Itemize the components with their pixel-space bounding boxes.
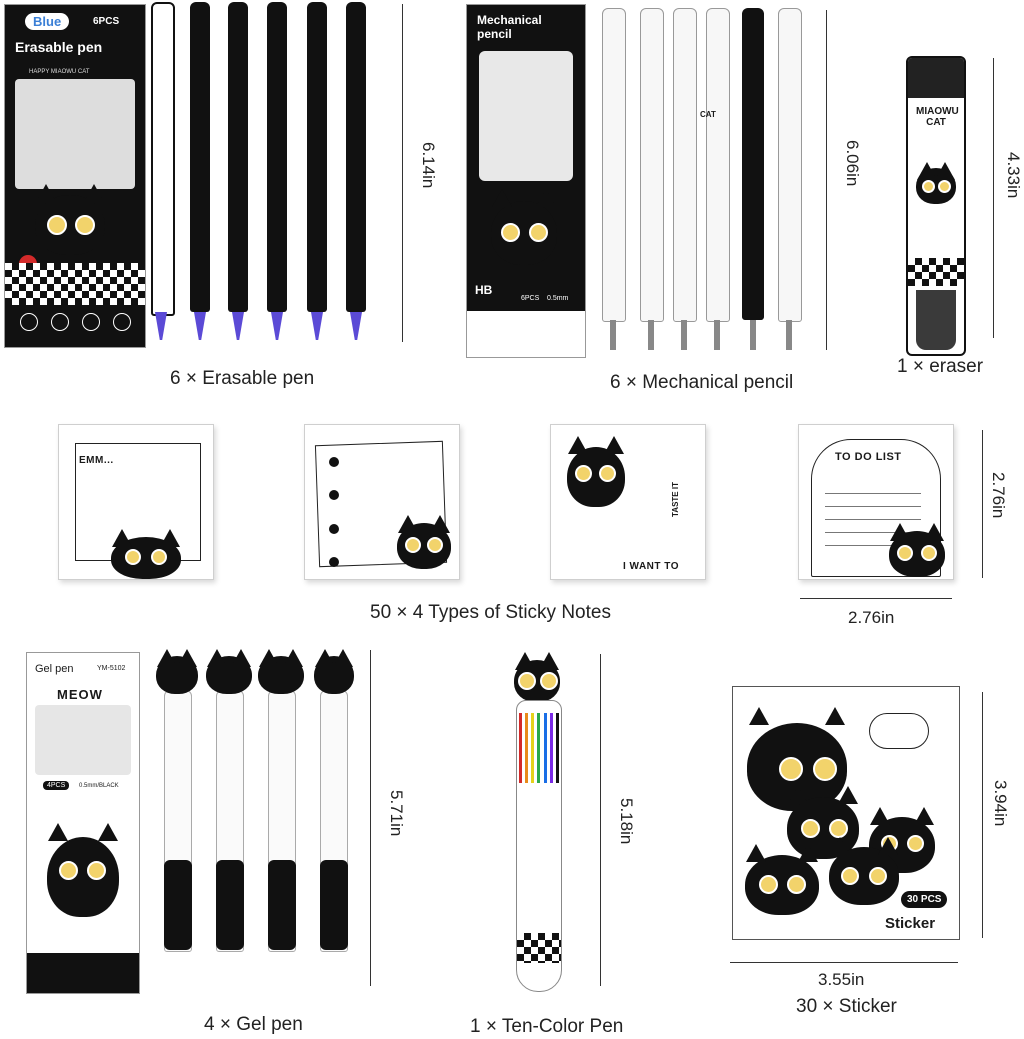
eraser-dimension-line — [993, 58, 994, 338]
sticky-note-width-line — [800, 598, 952, 599]
eraser-height: 4.33in — [1004, 152, 1023, 199]
sticker-width: 3.55in — [818, 970, 865, 989]
sticker-height: 3.94in — [991, 780, 1010, 827]
mechanical-pencil — [640, 8, 664, 322]
package-window — [15, 79, 135, 189]
mechanical-pencil-dimension-line — [826, 10, 827, 350]
cat-icon — [889, 522, 945, 577]
gel-pen-package: Gel pen YM-5102 MEOW 4PCS 0.5mm/BLACK — [26, 652, 140, 994]
package-brand: HAPPY MIAOWU CAT — [29, 69, 90, 75]
erasable-pen — [307, 2, 327, 312]
gel-pen-caption: 4 × Gel pen — [204, 1014, 303, 1035]
package-window — [479, 51, 573, 181]
mechanical-pencil-height: 6.06in — [843, 140, 862, 187]
package-count: 6PCS — [93, 16, 120, 27]
mechanical-pencil — [742, 8, 764, 320]
sticky-note-3: TASTE IT I WANT TO — [550, 424, 706, 580]
mechanical-pencil — [778, 8, 802, 322]
gel-pen-height: 5.71in — [387, 790, 406, 837]
note-frame — [811, 439, 941, 577]
cat-icon — [514, 652, 560, 702]
sticker-caption: 30 × Sticker — [796, 996, 897, 1017]
package-logo: MEOW — [57, 687, 103, 702]
erasable-pen-height: 6.14in — [419, 142, 438, 189]
note-text: EMM... — [79, 455, 114, 466]
cat-icon — [35, 184, 105, 255]
package-title: Mechanical pencil — [477, 13, 542, 41]
pencil-print: CAT — [700, 110, 716, 119]
erasable-pen-package: Blue 6PCS Erasable pen HAPPY MIAOWU CAT — [4, 4, 146, 348]
sticky-note-height-line — [982, 430, 983, 578]
sticky-note-2 — [304, 424, 460, 580]
cat-icon — [745, 844, 819, 915]
mechanical-pencil-package: Mechanical pencil HB 6PCS 0.5mm — [466, 4, 586, 358]
paw-icons — [329, 457, 341, 567]
sticker-badge: 30 PCS — [901, 891, 948, 908]
sticker-sheet: 30 PCS Sticker — [732, 686, 960, 940]
cat-icon — [47, 822, 119, 917]
package-title: Erasable pen — [15, 39, 103, 55]
note-side-text: TASTE IT — [671, 482, 680, 517]
cat-icon — [491, 189, 557, 265]
sticker-label: Sticker — [885, 915, 936, 932]
checker-pattern — [5, 263, 145, 305]
note-text: I WANT TO — [623, 561, 679, 572]
sticky-notes-caption: 50 × 4 Types of Sticky Notes — [370, 602, 611, 623]
eraser: MIAOWU CAT — [906, 56, 966, 356]
gel-pen-dimension-line — [370, 650, 371, 986]
mechanical-pencil — [602, 8, 626, 322]
package-count: 6PCS — [521, 295, 540, 302]
note-text: TO DO LIST — [835, 451, 902, 463]
cat-icon — [747, 707, 847, 811]
color-sliders — [517, 713, 561, 783]
ten-color-pen-height: 5.18in — [617, 798, 636, 845]
cat-icon — [111, 529, 181, 579]
ten-color-pen-body — [516, 700, 562, 992]
package-size: 0.5mm — [547, 295, 569, 302]
erasable-pen — [346, 2, 366, 312]
package-window — [35, 705, 131, 775]
package-footer — [27, 953, 139, 993]
cat-icon — [829, 836, 899, 905]
sticker-height-line — [982, 692, 983, 938]
ten-color-pen-caption: 1 × Ten-Color Pen — [470, 1016, 624, 1037]
package-footer — [467, 311, 585, 357]
sticky-note-width: 2.76in — [848, 608, 895, 627]
erasable-pen-caption: 6 × Erasable pen — [170, 368, 315, 389]
cat-icon — [916, 161, 956, 204]
package-badge: Blue — [25, 13, 70, 30]
erasable-pen — [267, 2, 287, 312]
package-model: YM-5102 — [97, 665, 126, 672]
package-title: Gel pen — [35, 663, 74, 675]
eraser-print: MIAOWU CAT — [916, 106, 959, 128]
eraser-caption: 1 × eraser — [897, 356, 984, 377]
erasable-pen — [190, 2, 210, 312]
package-icons — [13, 307, 137, 337]
erasable-pen — [151, 2, 175, 316]
cloud-icon — [869, 713, 929, 749]
package-spec: 0.5mm/BLACK — [79, 783, 119, 789]
cat-icon — [397, 514, 451, 569]
package-grade: HB — [475, 283, 493, 297]
sticky-note-height: 2.76in — [989, 472, 1008, 519]
sticker-width-line — [730, 962, 958, 963]
mechanical-pencil-caption: 6 × Mechanical pencil — [610, 372, 794, 393]
sticky-note-1: EMM... — [58, 424, 214, 580]
erasable-pen — [228, 2, 248, 312]
ten-color-pen-dimension-line — [600, 654, 601, 986]
erasable-pen-dimension-line — [402, 4, 403, 342]
mechanical-pencil — [706, 8, 730, 322]
sticky-note-4: TO DO LIST — [798, 424, 954, 580]
cat-icon — [567, 436, 625, 507]
mechanical-pencil — [673, 8, 697, 322]
package-count: 4PCS — [43, 781, 70, 790]
